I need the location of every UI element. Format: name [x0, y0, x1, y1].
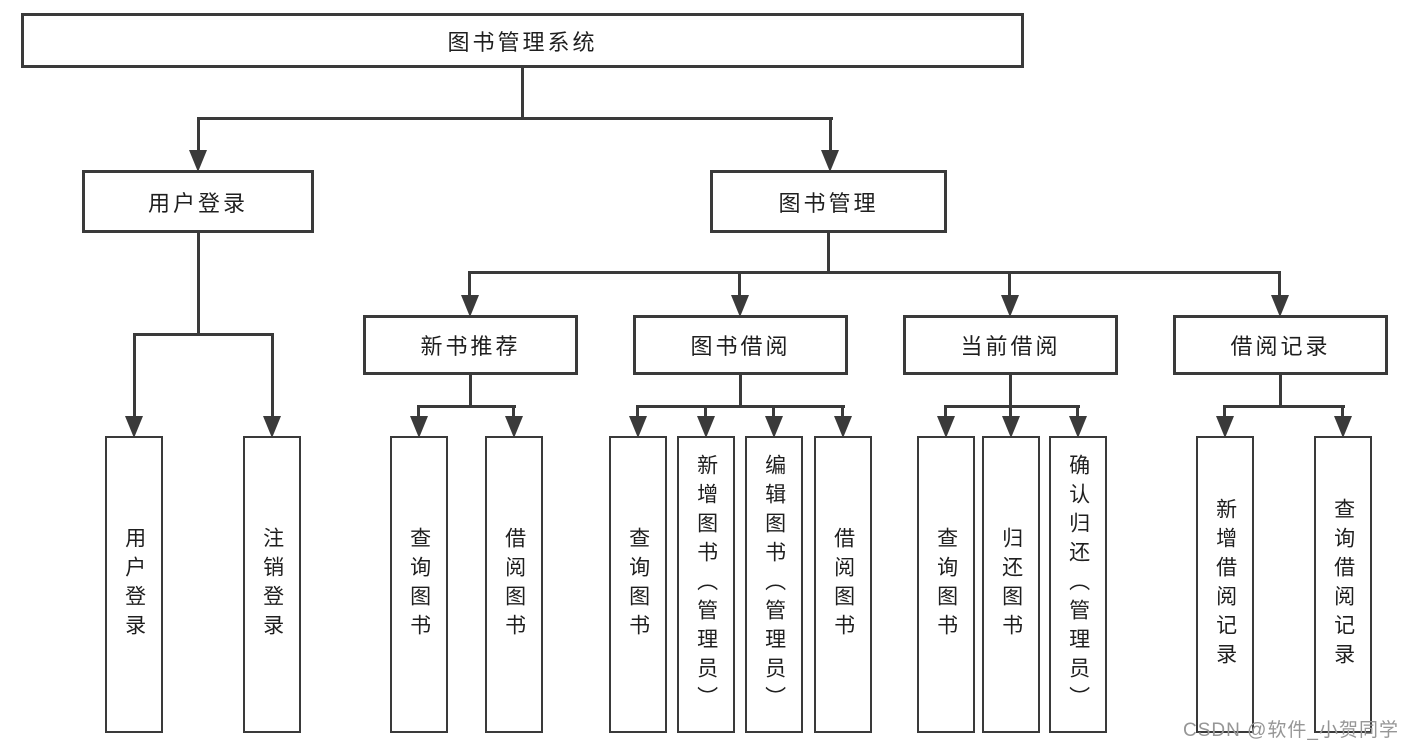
connector-line	[197, 117, 200, 153]
node-new-book-recommend: 新书推荐	[363, 315, 578, 375]
leaf-logout: 注销登录	[243, 436, 301, 733]
arrowhead-down-icon	[629, 416, 647, 438]
connector-line	[841, 405, 844, 417]
connector-line	[738, 271, 741, 297]
arrowhead-down-icon	[189, 150, 207, 172]
connector-line	[704, 405, 707, 417]
connector-line	[1076, 405, 1079, 417]
node-book-management-branch: 图书管理	[710, 170, 947, 233]
node-current-borrowing: 当前借阅	[903, 315, 1118, 375]
connector-line	[271, 333, 274, 416]
connector-line	[944, 405, 1080, 408]
connector-line	[739, 375, 742, 407]
leaf-add-borrow-record: 新增借阅记录	[1196, 436, 1254, 733]
arrowhead-down-icon	[410, 416, 428, 438]
arrowhead-down-icon	[125, 416, 143, 438]
csdn-watermark: CSDN @软件_小贺同学	[1183, 720, 1399, 741]
leaf-query-books-recommend: 查询图书	[390, 436, 448, 733]
leaf-confirm-return-admin: 确认归还（管理员）	[1049, 436, 1107, 733]
leaf-borrow-books: 借阅图书	[814, 436, 872, 733]
leaf-user-login: 用户登录	[105, 436, 163, 733]
connector-line	[829, 117, 832, 153]
arrowhead-down-icon	[1001, 295, 1019, 317]
node-user-login-branch: 用户登录	[82, 170, 314, 233]
leaf-borrow-books-recommend: 借阅图书	[485, 436, 543, 733]
connector-line	[827, 233, 830, 273]
arrowhead-down-icon	[937, 416, 955, 438]
connector-line	[1009, 375, 1012, 407]
arrowhead-down-icon	[1216, 416, 1234, 438]
connector-line	[417, 405, 516, 408]
connector-line	[1223, 405, 1345, 408]
leaf-add-books-admin: 新增图书（管理员）	[677, 436, 735, 733]
arrowhead-down-icon	[263, 416, 281, 438]
connector-line	[197, 117, 833, 120]
connector-line	[944, 405, 947, 417]
connector-line	[1341, 405, 1344, 417]
connector-line	[1223, 405, 1226, 417]
arrowhead-down-icon	[1271, 295, 1289, 317]
arrowhead-down-icon	[461, 295, 479, 317]
connector-line	[133, 333, 274, 336]
leaf-query-books-current: 查询图书	[917, 436, 975, 733]
arrowhead-down-icon	[1002, 416, 1020, 438]
node-book-borrowing: 图书借阅	[633, 315, 848, 375]
node-borrowing-records: 借阅记录	[1173, 315, 1388, 375]
connector-line	[197, 233, 200, 335]
connector-line	[468, 271, 471, 297]
leaf-edit-books-admin: 编辑图书（管理员）	[745, 436, 803, 733]
arrowhead-down-icon	[505, 416, 523, 438]
connector-line	[1279, 375, 1282, 407]
connector-line	[636, 405, 845, 408]
arrowhead-down-icon	[765, 416, 783, 438]
connector-line	[417, 405, 420, 417]
connector-line	[468, 271, 1281, 274]
node-library-management-system: 图书管理系统	[21, 13, 1024, 68]
arrowhead-down-icon	[731, 295, 749, 317]
leaf-return-books: 归还图书	[982, 436, 1040, 733]
arrowhead-down-icon	[834, 416, 852, 438]
arrowhead-down-icon	[1334, 416, 1352, 438]
connector-line	[521, 68, 524, 119]
connector-line	[1278, 271, 1281, 297]
connector-line	[636, 405, 639, 417]
connector-line	[469, 375, 472, 407]
connector-line	[1008, 271, 1011, 297]
leaf-query-borrow-record: 查询借阅记录	[1314, 436, 1372, 733]
arrowhead-down-icon	[697, 416, 715, 438]
leaf-query-books-borrowing: 查询图书	[609, 436, 667, 733]
connector-line	[772, 405, 775, 417]
connector-line	[1009, 405, 1012, 417]
connector-line	[133, 333, 136, 416]
arrowhead-down-icon	[1069, 416, 1087, 438]
connector-line	[512, 405, 515, 417]
arrowhead-down-icon	[821, 150, 839, 172]
